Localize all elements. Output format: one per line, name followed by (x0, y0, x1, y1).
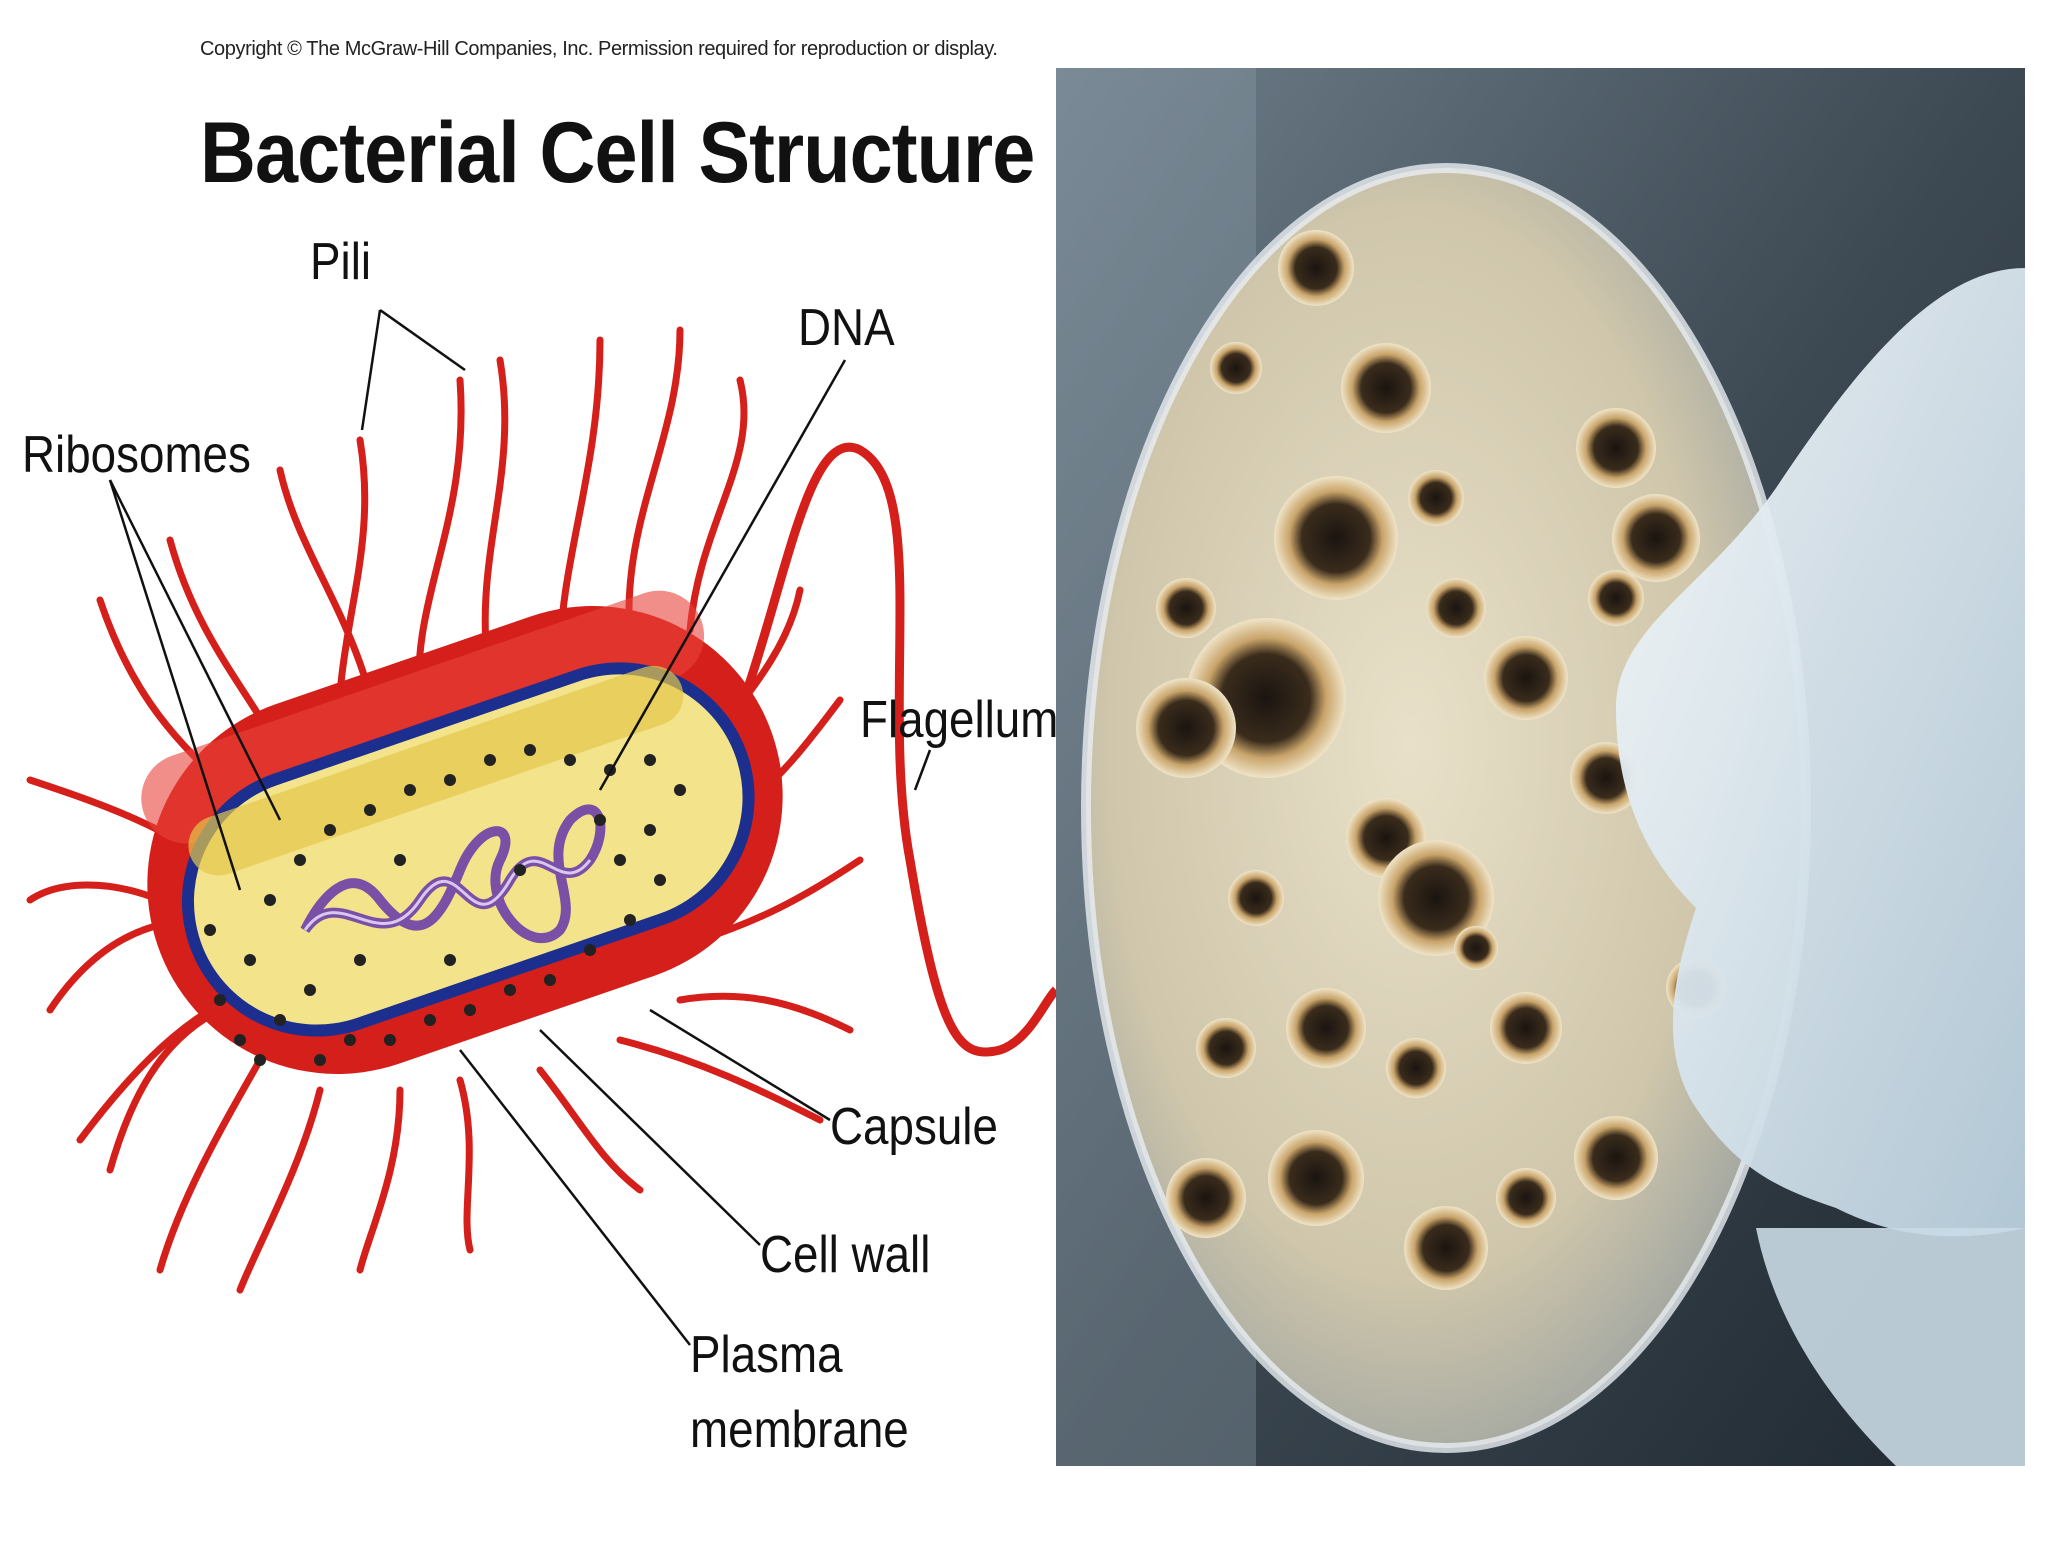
diagram-title: Bacterial Cell Structure (200, 105, 1035, 201)
ribosomes-dots (204, 744, 686, 1066)
diagram-svg (26, 308, 1060, 1346)
label-flagellum: Flagellum (860, 691, 1059, 749)
label-plasma: Plasma (690, 1326, 843, 1384)
label-cell-wall: Cell wall (760, 1226, 931, 1284)
petri-dish-photo (1056, 68, 2025, 1466)
label-membrane: membrane (690, 1401, 909, 1459)
cytoplasm-band (188, 665, 684, 876)
leader-lines (108, 308, 932, 1346)
gloved-hand (1616, 268, 2025, 1237)
bacterial-colonies (1136, 230, 1726, 1290)
copyright-notice: Copyright © The McGraw-Hill Companies, I… (200, 38, 998, 60)
label-capsule: Capsule (830, 1098, 998, 1156)
label-ribosomes: Ribosomes (22, 426, 251, 484)
flagellum-strand (710, 442, 1060, 1057)
bacterial-cell-diagram: Copyright © The McGraw-Hill Companies, I… (22, 38, 1060, 1459)
photo-svg (1056, 68, 2025, 1466)
label-pili: Pili (310, 233, 372, 291)
label-dna: DNA (798, 299, 895, 357)
